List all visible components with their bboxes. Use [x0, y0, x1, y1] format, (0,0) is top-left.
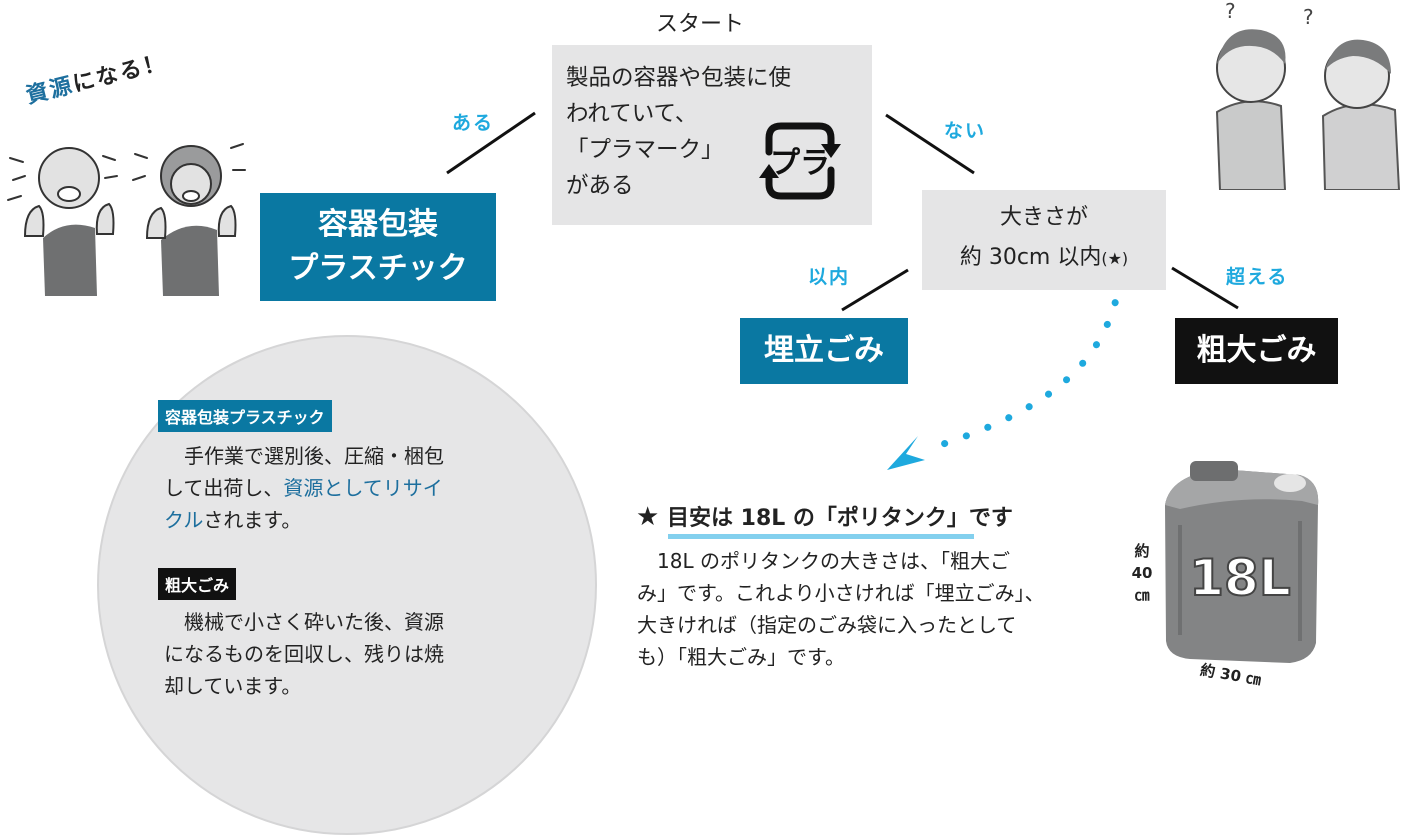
result-landfill-box: 埋立ごみ — [740, 318, 908, 384]
plastic-info-line3b: されます。 — [203, 508, 302, 532]
plastic-info-text: 手作業で選別後、圧縮・梱包 して出荷し、資源としてリサイ クルされます。 — [164, 440, 514, 536]
result-oversized-box: 粗大ごみ — [1175, 318, 1338, 384]
oversized-info-text: 機械で小さく砕いた後、資源 になるものを回収し、残りは焼 却しています。 — [164, 606, 514, 702]
plamark-question-text: 製品の容器や包装に使 われていて、 「プラマーク」 がある — [566, 60, 866, 204]
result-plastic-line2: プラスチック — [288, 251, 468, 286]
size-question-line1: 大きさが — [999, 205, 1088, 230]
plastic-info-recycle-link-cont: クル — [164, 508, 204, 532]
size-question-text: 大きさが 約 30cm 以内(★) — [922, 198, 1166, 279]
connector-over — [1171, 266, 1239, 310]
tank-height-line: 40 — [1131, 564, 1153, 582]
dotted-arrow-head — [887, 436, 925, 470]
size-question-box — [922, 190, 1166, 290]
branch-label-within: 以内 — [808, 266, 851, 288]
plastic-info-line1: 手作業で選別後、圧縮・梱包 — [184, 444, 444, 468]
puzzled-couple-illustration: ? ? — [1215, 0, 1401, 190]
guideline-title: ★ 目安は 18L の「ポリタンク」です — [636, 500, 1013, 532]
branch-label-no: ない — [944, 120, 987, 142]
size-question-line2: 約 30cm 以内 — [959, 245, 1102, 270]
connector-within — [841, 268, 909, 312]
tank-height-label: 約 40 ㎝ — [1124, 540, 1160, 606]
flow-connectors — [446, 111, 1239, 470]
pla-recycle-mark-icon: プラ — [759, 122, 841, 200]
size-question-star-note: (★) — [1101, 249, 1129, 268]
oversized-info-line: 機械で小さく砕いた後、資源 — [184, 610, 444, 634]
svg-text:?: ? — [1303, 5, 1314, 29]
question-line: われていて、 — [566, 101, 698, 127]
guideline-line: 18L のポリタンクの大きさは、「粗大ご — [657, 549, 1010, 573]
guideline-underline — [668, 534, 974, 539]
guideline-body: 18L のポリタンクの大きさは、「粗大ご み」です。これより小さければ「埋立ごみ… — [637, 545, 1097, 673]
connector-yes — [446, 111, 536, 175]
dotted-arrow-path — [921, 276, 1124, 454]
guideline-line: も）「粗大ごみ」です。 — [637, 645, 845, 669]
guideline-star-icon: ★ — [636, 502, 660, 532]
result-plastic-line1: 容器包装 — [318, 207, 438, 242]
result-plastic-box: 容器包装 プラスチック — [260, 193, 496, 301]
poly-tank-illustration: 18L — [1165, 461, 1319, 663]
oversized-info-line: になるものを回収し、残りは焼 — [164, 642, 444, 666]
guideline-line: み」です。これより小さければ「埋立ごみ」、 — [637, 581, 1045, 605]
branch-label-yes: ある — [452, 112, 495, 134]
question-line: 製品の容器や包装に使 — [566, 65, 792, 91]
tank-height-line: ㎝ — [1134, 586, 1150, 604]
connector-no — [885, 113, 975, 175]
plastic-info-tag: 容器包装プラスチック — [158, 400, 332, 432]
svg-text:プラ: プラ — [770, 146, 830, 181]
oversized-info-line: 却しています。 — [164, 674, 302, 698]
happy-elderly-couple-illustration — [7, 143, 246, 296]
oversized-info-tag: 粗大ごみ — [158, 568, 237, 600]
guideline-line: 大きければ（指定のごみ袋に入ったとして — [637, 613, 1017, 637]
tank-volume-label: 18L — [1189, 549, 1290, 607]
question-line: 「プラマーク」 — [566, 137, 724, 163]
start-label: スタート — [655, 12, 744, 37]
tank-height-line: 約 — [1134, 542, 1150, 560]
guideline-title-text: 目安は 18L の「ポリタンク」です — [666, 506, 1013, 531]
plastic-info-recycle-link: 資源としてリサイ — [283, 476, 443, 500]
svg-text:?: ? — [1225, 0, 1236, 23]
plastic-info-line2a: して出荷し、 — [164, 476, 284, 500]
question-line: がある — [566, 173, 634, 199]
branch-label-over: 超える — [1226, 266, 1289, 288]
